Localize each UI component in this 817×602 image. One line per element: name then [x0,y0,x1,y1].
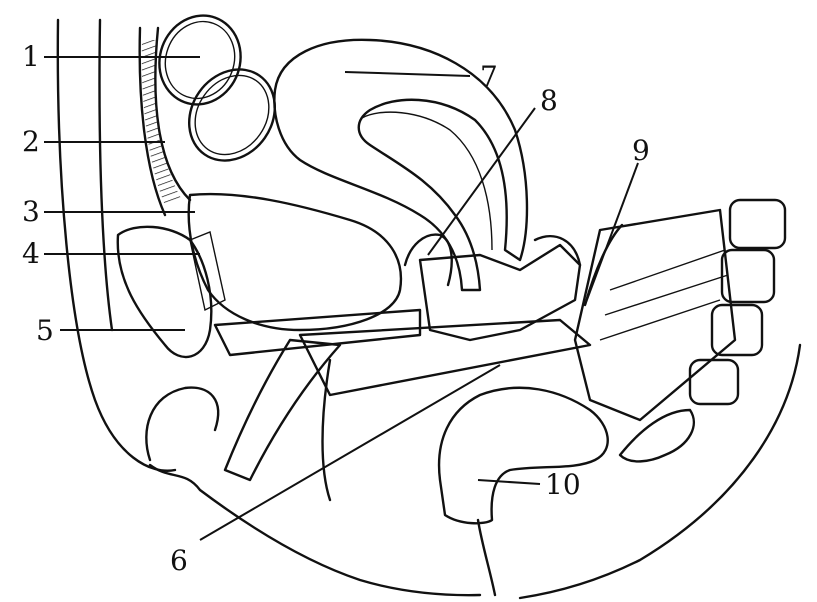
intestine-loop-upper [158,14,242,106]
label-10: 10 [545,468,581,501]
anal-canal-tail [476,518,497,597]
anal-canal [437,386,609,525]
pubic-region-curve [145,386,220,462]
rectum [573,208,737,422]
leader-8 [427,107,536,256]
urethra [213,308,422,357]
leader-6 [199,364,501,541]
label-3: 3 [22,195,40,228]
labia-curve [321,358,332,502]
leader-10 [477,479,541,485]
vertebra-1 [728,198,787,250]
label-4: 4 [22,237,40,270]
vagina [298,318,592,397]
intestine-loop-upper-inner [164,20,236,100]
label-8: 8 [540,84,558,117]
rectal-muscle-lines [599,249,729,341]
label-9: 9 [632,134,650,167]
body-outline-bottom [148,463,482,597]
vertebra-3 [710,303,764,357]
label-6: 6 [170,544,188,577]
body-outline-back [518,343,802,600]
body-outline-inner-front [98,18,114,332]
label-7: 7 [480,60,498,93]
vertebra-4 [688,358,740,406]
intestine-loop-lower [188,68,276,162]
abdominal-wall-outer [138,26,167,217]
label-1: 1 [22,40,40,73]
pubic-symphysis [116,225,213,359]
rectouterine-pouch [583,223,624,307]
leader-7 [344,71,471,77]
posterior-fornix [533,235,582,267]
vesicouterine-pouch [403,233,453,287]
body-outline-front [56,18,177,472]
retropubic-tissue [189,231,226,312]
abdominal-wall-fill [141,40,182,205]
cervix-region [418,243,582,342]
vaginal-wall [223,338,342,482]
coccyx [618,408,695,463]
label-2: 2 [22,125,40,158]
intestine-loop-lower-inner [194,74,270,156]
leader-9 [584,162,639,306]
uterus-cavity [361,111,493,251]
urinary-bladder [187,192,403,332]
vertebra-2 [720,248,776,304]
uterus-outline [273,38,529,292]
label-5: 5 [36,314,54,347]
